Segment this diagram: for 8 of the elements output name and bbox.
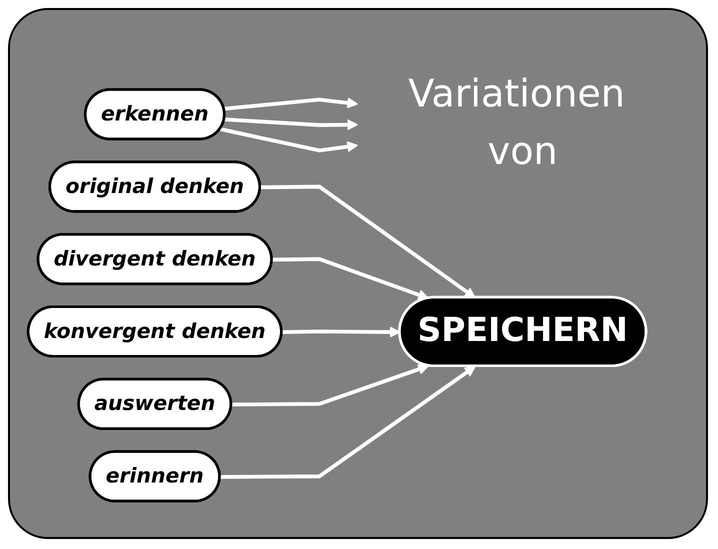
arrow: [232, 363, 429, 406]
arrow: [272, 256, 429, 300]
arrow: [260, 184, 476, 298]
arrow: [220, 365, 476, 478]
arrow: [224, 117, 358, 130]
node-text: Variationen von: [408, 72, 625, 174]
arrow: [224, 96, 358, 110]
arrow: [220, 126, 358, 152]
